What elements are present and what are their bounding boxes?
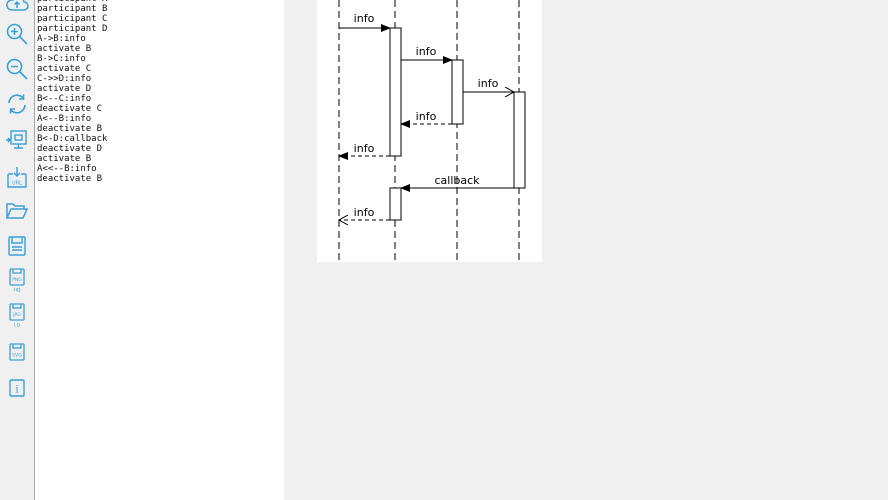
png-hq-export-button[interactable]: PNG HQ — [3, 265, 31, 294]
jpg-lq-export-icon: JPG LQ — [9, 303, 25, 329]
message-label-b-to-a: info — [354, 142, 375, 155]
lq-label: LQ — [14, 323, 21, 329]
zoom-in-button[interactable] — [3, 20, 31, 48]
present-button[interactable] — [3, 126, 31, 154]
sequence-diagram: info info info info info callback info — [317, 0, 542, 262]
refresh-button[interactable] — [3, 90, 31, 118]
open-folder-icon — [5, 203, 29, 219]
activation-c — [451, 59, 464, 125]
zoom-in-icon — [6, 23, 28, 45]
png-hq-export-icon: PNG HQ — [9, 268, 25, 294]
jpg-lq-export-button[interactable]: JPG LQ — [3, 300, 31, 329]
info-label: i — [15, 385, 18, 396]
message-label-c-to-d: info — [478, 77, 499, 90]
cloud-upload-icon — [6, 0, 29, 11]
present-icon — [6, 130, 27, 149]
activation-d — [513, 91, 526, 189]
open-folder-button[interactable] — [3, 197, 31, 225]
zoom-out-icon — [6, 58, 28, 80]
message-label-b-to-c: info — [416, 45, 437, 58]
refresh-icon — [8, 94, 26, 114]
info-button[interactable]: i — [3, 374, 31, 402]
svg-label: SVG — [12, 353, 22, 359]
sequence-diagram-svg: info info info info info callback info — [338, 0, 526, 262]
svg-export-button[interactable]: SVG — [3, 339, 31, 367]
url-label: URL — [12, 181, 22, 187]
zoom-out-button[interactable] — [3, 55, 31, 83]
save-icon — [8, 236, 26, 256]
png-label: PNG — [12, 277, 22, 283]
activation-b-2 — [389, 187, 402, 221]
hq-label: HQ — [14, 288, 21, 294]
toolbar: URL PNG HQ JPG LQ SVG — [0, 0, 35, 500]
message-label-a-to-b: info — [354, 12, 375, 25]
url-export-button[interactable]: URL — [3, 163, 31, 191]
cloud-upload-button[interactable] — [3, 0, 31, 18]
jpg-label: JPG — [12, 312, 21, 318]
activation-b-1 — [389, 27, 402, 157]
svg-export-icon: SVG — [9, 343, 25, 361]
message-label-c-to-b: info — [416, 110, 437, 123]
code-text[interactable]: participant A participant B participant … — [37, 0, 108, 184]
info-icon: i — [9, 379, 25, 397]
message-label-d-to-b: callback — [434, 174, 480, 187]
code-editor[interactable]: participant A participant B participant … — [35, 0, 284, 500]
message-label-b-to-a-async: info — [354, 206, 375, 219]
diagram-canvas: info info info info info callback info — [284, 0, 888, 500]
save-button[interactable] — [3, 232, 31, 260]
url-export-icon: URL — [7, 167, 27, 188]
